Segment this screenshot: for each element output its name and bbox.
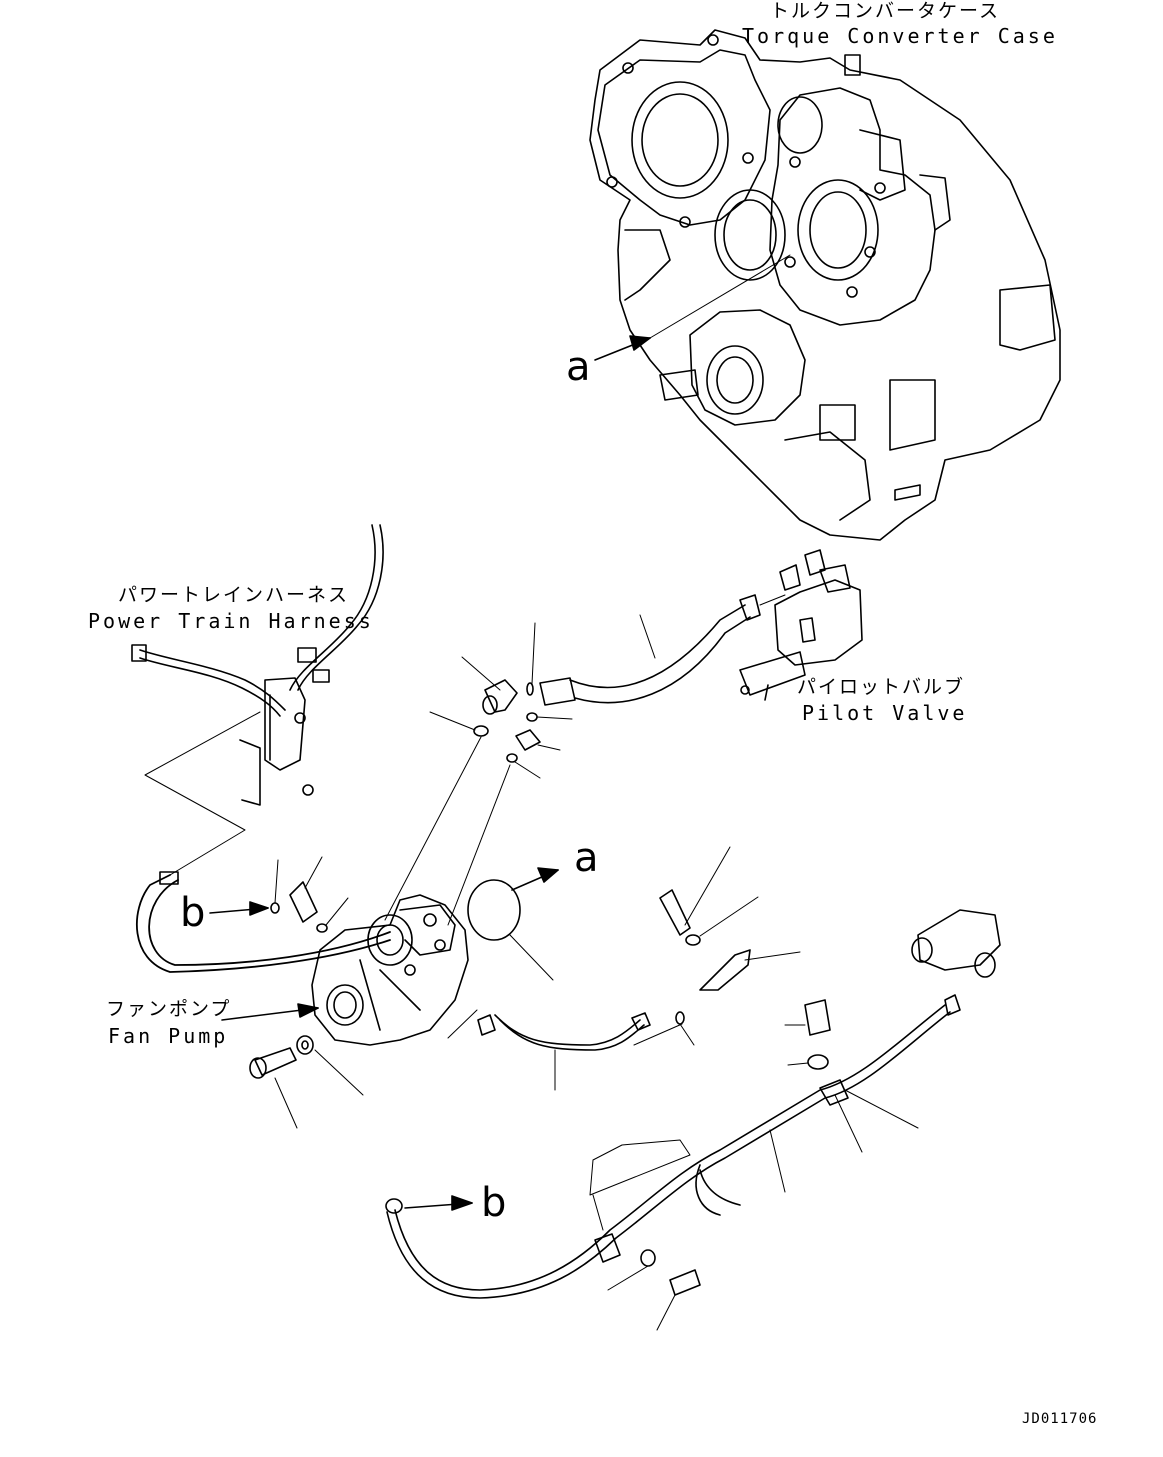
callout-b-hose: b	[481, 1180, 507, 1226]
torque-converter-case	[589, 29, 1061, 541]
power-train-harness-label-jp: パワートレインハーネス	[118, 584, 350, 606]
callout-b-pump: b	[180, 890, 206, 936]
fan-motor-hose	[385, 909, 1001, 1331]
power-train-harness	[131, 524, 391, 973]
fan-pump-label-en: Fan Pump	[108, 1024, 229, 1048]
drawing-code: JD011706	[1022, 1411, 1098, 1427]
callout-a-pump: a	[574, 835, 599, 881]
case-drain-hose	[494, 846, 801, 1091]
power-train-harness-label-en: Power Train Harness	[88, 609, 374, 633]
pilot-hose	[384, 594, 786, 926]
fan-pump	[221, 894, 469, 1046]
callout-a-case: a	[566, 344, 591, 390]
torque-converter-case-label-jp: トルクコンバータケース	[770, 0, 1001, 22]
o-ring	[467, 867, 559, 981]
pilot-valve	[739, 549, 863, 701]
pilot-valve-label-jp: パイロットバルブ	[797, 676, 966, 698]
pump-b-fitting	[209, 856, 349, 933]
torque-converter-case-label-en: Torque Converter Case	[742, 24, 1058, 48]
pilot-valve-label-en: Pilot Valve	[802, 701, 968, 725]
fan-pump-label-jp: ファンポンプ	[106, 998, 232, 1020]
pump-hardware	[249, 1009, 496, 1129]
